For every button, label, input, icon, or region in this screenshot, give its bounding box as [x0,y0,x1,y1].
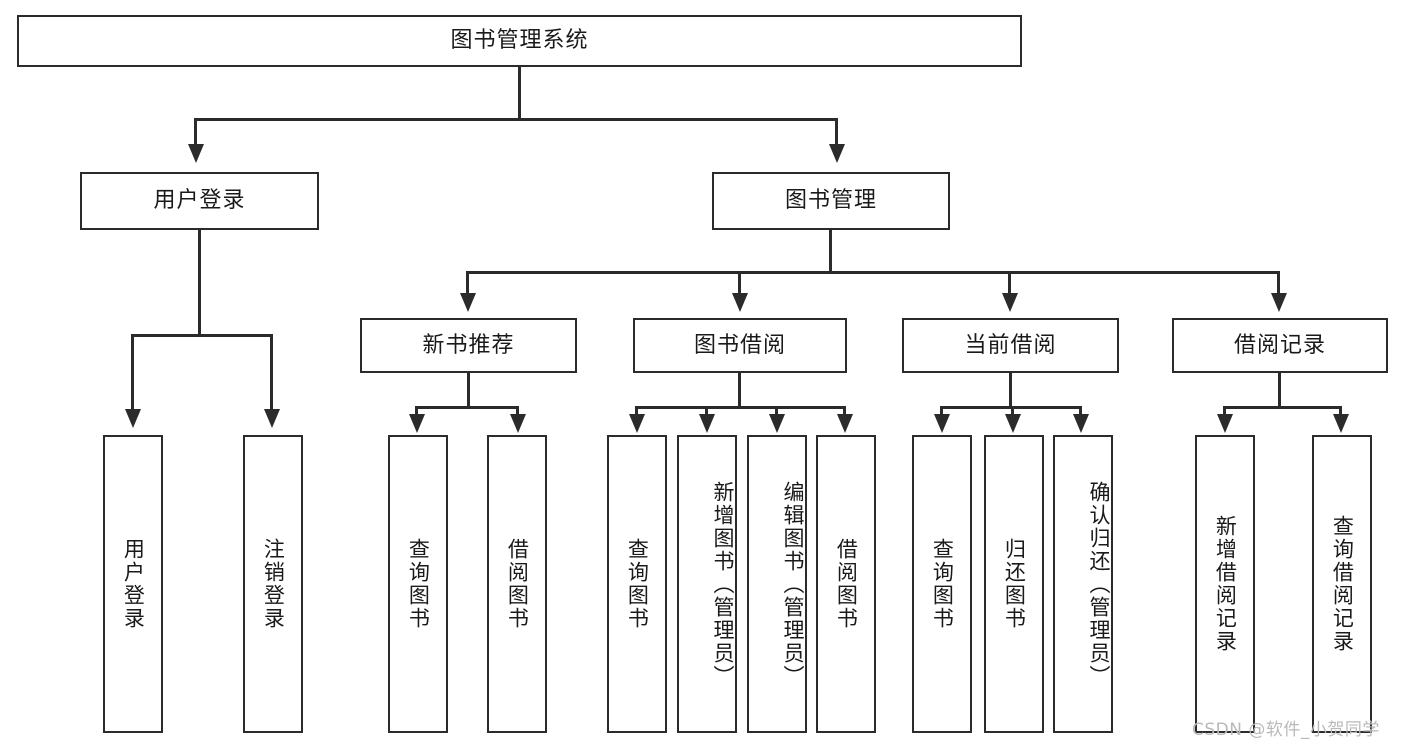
edge-level2-bus [194,118,838,121]
edge-root-stem [518,67,521,119]
leaf-borrow-book-recommend[interactable]: 借阅图书 [487,435,547,733]
node-label: 图书管理 [784,188,877,214]
node-label: 借阅记录 [1233,332,1326,358]
arrowhead-to-book-borrow [732,293,748,312]
arrowhead-to-current-borrow [1002,293,1018,312]
edge-to-borrow-record [1277,271,1280,296]
node-user-login[interactable]: 用户登录 [80,172,319,230]
node-label: 用户登录 [153,188,246,214]
node-label: 借阅图书 [834,538,859,630]
arrowhead-current-borrow-leaf-3 [1073,414,1089,433]
arrowhead-book-borrow-leaf-1 [629,414,645,433]
arrowhead-new-book-recommend-leaf-1 [409,414,425,433]
arrowhead-to-book-management [829,144,845,163]
leaf-borrow-book[interactable]: 借阅图书 [816,435,876,733]
edge-new-book-recommend-leaf-2 [516,406,519,418]
node-book-borrow[interactable]: 图书借阅 [633,318,847,373]
node-label: 查询借阅记录 [1330,515,1355,653]
leaf-query-book-current[interactable]: 查询图书 [912,435,972,733]
edge-current-borrow-leaf-1 [940,406,943,418]
edge-to-current-borrow [1008,271,1011,296]
arrowhead-borrow-record-leaf-2 [1333,414,1349,433]
leaf-query-book-recommend[interactable]: 查询图书 [388,435,448,733]
edge-book-borrow-leaf-3 [775,406,778,418]
arrowhead-book-borrow-leaf-3 [769,414,785,433]
node-label: 当前借阅 [964,332,1057,358]
node-current-borrow[interactable]: 当前借阅 [902,318,1119,373]
node-label: 查询图书 [625,538,650,630]
edge-book-borrow-bus [635,406,846,409]
node-book-management[interactable]: 图书管理 [712,172,950,230]
edge-user-login-leaf-bus [131,334,270,337]
edge-user-login-leaf-2 [270,334,273,412]
arrowhead-to-new-book-recommend [460,293,476,312]
edge-user-login-stem [198,230,201,336]
node-label: 借阅图书 [505,538,530,630]
node-label: 新书推荐 [422,332,515,358]
node-label: 归还图书 [1002,538,1027,630]
edge-current-borrow-leaf-3 [1079,406,1082,418]
node-label: 用户登录 [121,538,146,630]
edge-book-borrow-leaf-2 [705,406,708,418]
node-label: 查询图书 [406,538,431,630]
arrowhead-book-borrow-leaf-2 [699,414,715,433]
node-label: 查询图书 [930,538,955,630]
node-label: 新增借阅记录 [1213,515,1238,653]
edge-to-book-management [835,118,838,148]
csdn-watermark: CSDN @软件_小贺同学 [1192,720,1380,740]
edge-borrow-record-leaf-1 [1223,406,1226,418]
leaf-query-borrow-record[interactable]: 查询借阅记录 [1312,435,1372,733]
arrowhead-to-borrow-record [1271,293,1287,312]
node-label: 新增图书（管理员） [711,480,735,688]
edge-current-borrow-leaf-2 [1011,406,1014,418]
edge-to-user-login [194,118,197,148]
edge-book-borrow-stem [738,373,741,409]
arrowhead-borrow-record-leaf-1 [1217,414,1233,433]
edge-current-borrow-stem [1009,373,1012,409]
edge-book-management-stem [829,230,832,274]
arrowhead-to-user-login [188,144,204,163]
edge-to-new-book-recommend [466,271,469,296]
edge-book-borrow-leaf-1 [635,406,638,418]
leaf-add-book-admin[interactable]: 新增图书（管理员） [677,435,737,733]
edge-new-book-recommend-bus [415,406,519,409]
arrowhead-book-borrow-leaf-4 [837,414,853,433]
edge-new-book-recommend-leaf-1 [415,406,418,418]
edge-borrow-record-stem [1278,373,1281,409]
leaf-logout-login[interactable]: 注销登录 [243,435,303,733]
edge-borrow-record-leaf-2 [1339,406,1342,418]
node-label: 图书借阅 [693,332,786,358]
leaf-confirm-return-admin[interactable]: 确认归还（管理员） [1053,435,1113,733]
leaf-return-book[interactable]: 归还图书 [984,435,1044,733]
node-label: 图书管理系统 [450,28,589,54]
edge-new-book-recommend-stem [467,373,470,409]
arrowhead-user-login-leaf-2 [264,409,280,428]
edge-borrow-record-bus [1223,406,1342,409]
arrowhead-user-login-leaf-1 [125,409,141,428]
leaf-edit-book-admin[interactable]: 编辑图书（管理员） [747,435,807,733]
arrowhead-new-book-recommend-leaf-2 [510,414,526,433]
edge-book-borrow-leaf-4 [843,406,846,418]
node-label: 注销登录 [261,538,286,630]
edge-level3-bus [466,271,1280,274]
node-label: 编辑图书（管理员） [781,480,805,688]
edge-to-book-borrow [738,271,741,296]
node-label: 确认归还（管理员） [1087,480,1111,688]
edge-user-login-leaf-1 [131,334,134,412]
arrowhead-current-borrow-leaf-1 [934,414,950,433]
leaf-user-login[interactable]: 用户登录 [103,435,163,733]
leaf-add-borrow-record[interactable]: 新增借阅记录 [1195,435,1255,733]
arrowhead-current-borrow-leaf-2 [1005,414,1021,433]
node-root-book-management-system[interactable]: 图书管理系统 [17,15,1022,67]
node-new-book-recommend[interactable]: 新书推荐 [360,318,577,373]
node-borrow-record[interactable]: 借阅记录 [1172,318,1388,373]
leaf-query-book-borrow[interactable]: 查询图书 [607,435,667,733]
